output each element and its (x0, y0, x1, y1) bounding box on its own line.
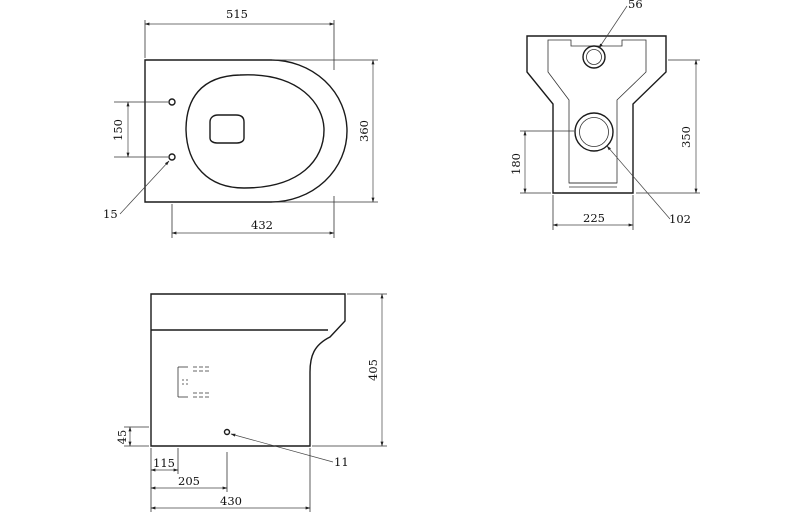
top-view-bowl-rim (185, 74, 325, 189)
side-view-outline (150, 293, 346, 447)
top-view-bowl-opening (209, 114, 245, 144)
dim-360-label: 360 (357, 120, 371, 142)
label-56: 56 (628, 0, 643, 11)
side-view: 405 45 11 115 205 430 (115, 293, 387, 512)
top-view: 515 360 150 432 15 (103, 7, 378, 238)
concealed-fixing-bracket (177, 366, 210, 398)
dim-432-label: 432 (251, 218, 273, 232)
top-view-outline (144, 59, 348, 203)
label-15: 15 (103, 207, 118, 221)
waste-outlet (574, 112, 614, 152)
fixing-hole-lower (168, 153, 176, 161)
fixing-hole-upper (168, 98, 176, 106)
dim-180-label: 180 (509, 153, 523, 175)
label-11: 11 (334, 455, 349, 469)
dim-115-label: 115 (153, 456, 175, 470)
side-fixing-hole (223, 428, 231, 436)
dim-205-label: 205 (178, 474, 200, 488)
dim-45-label: 45 (115, 430, 129, 445)
dim-515-label: 515 (226, 7, 248, 21)
dim-150-label: 150 (111, 119, 125, 141)
dim-405-label: 405 (366, 359, 380, 381)
dim-430-label: 430 (220, 494, 242, 508)
dim-350-label: 350 (679, 126, 693, 148)
dim-225-label: 225 (583, 211, 605, 225)
water-inlet (582, 45, 606, 69)
label-102: 102 (669, 212, 691, 226)
front-view-outline (526, 35, 667, 194)
front-view-inner-cavity (547, 39, 647, 184)
front-view: 56 350 180 225 102 (509, 0, 700, 230)
